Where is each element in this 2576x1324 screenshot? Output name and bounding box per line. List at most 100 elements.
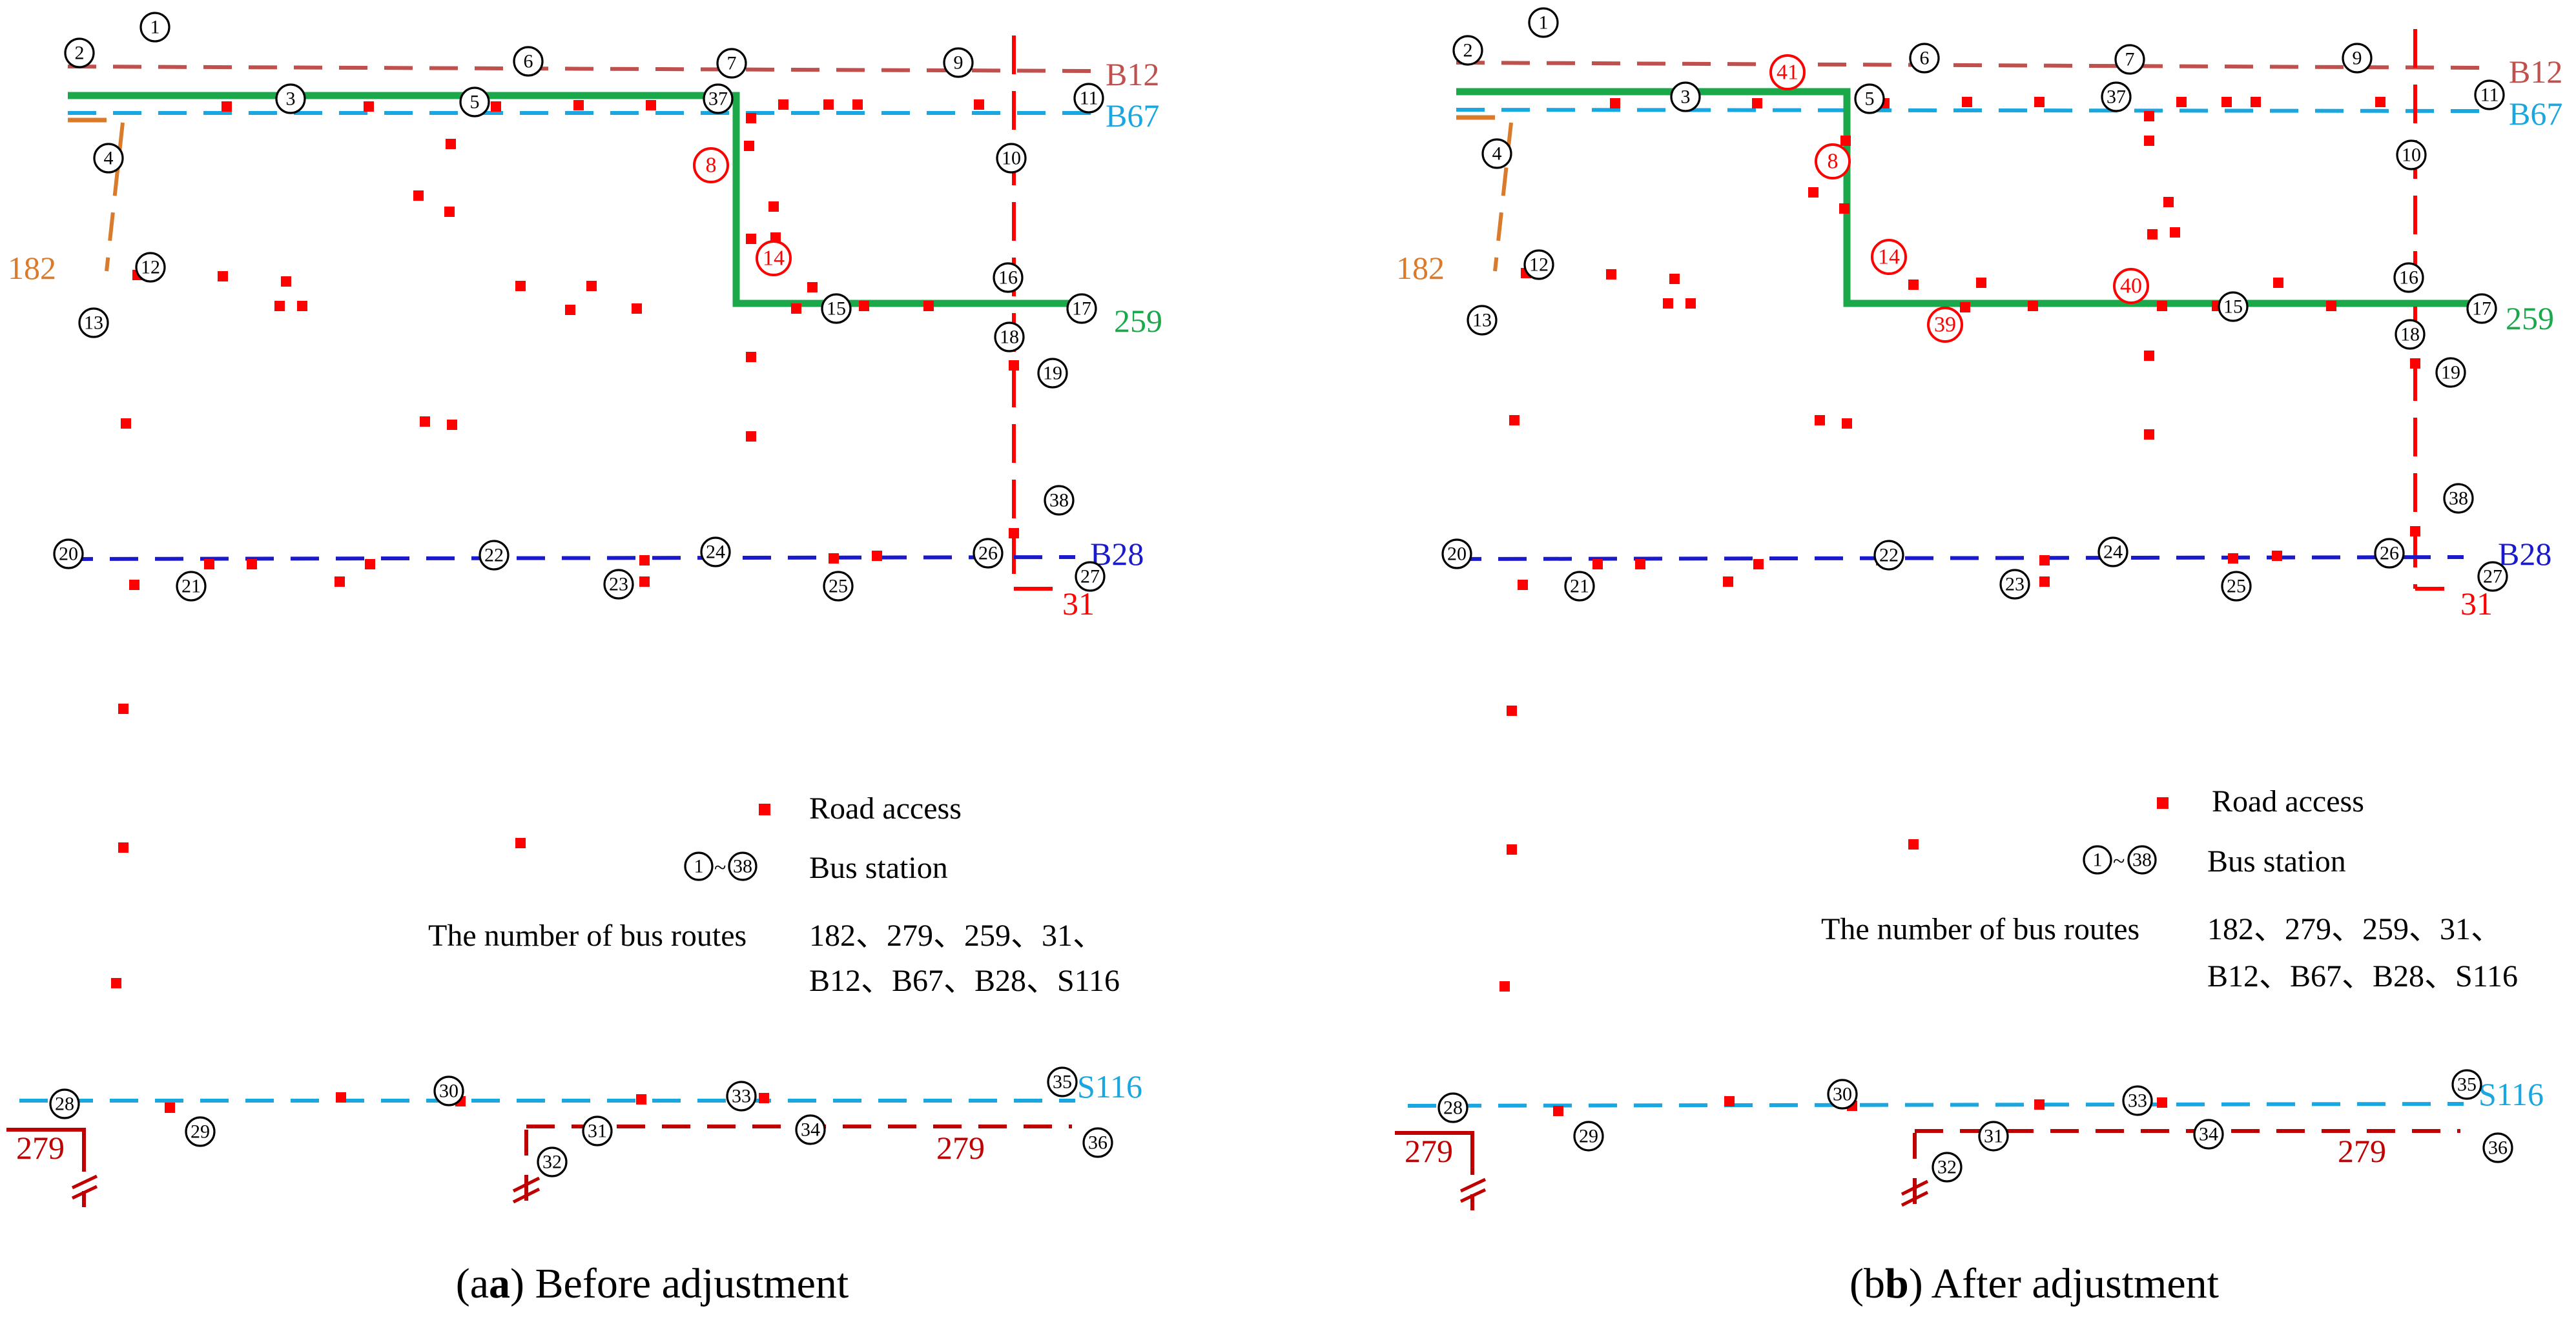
svg-text:17: 17 — [1072, 298, 1091, 320]
road-access-point — [2251, 97, 2261, 107]
bus-station: 26 — [973, 538, 1004, 569]
road-access-point — [852, 99, 863, 110]
svg-text:40: 40 — [2120, 274, 2142, 298]
route-b12-line — [1456, 61, 2480, 70]
svg-text:20: 20 — [1447, 544, 1467, 565]
bus-station: 2 — [1452, 35, 1483, 66]
bus-stations-b: 1 2 3 4 5 6 7 9 10 11 12 13 15 16 17 18 … — [1437, 7, 2513, 1183]
road-access-point — [746, 431, 756, 442]
caption-a: (aa) Before adjustment — [456, 1260, 849, 1307]
legend-station-range-separator: ~ — [2113, 850, 2125, 873]
svg-text:35: 35 — [1053, 1072, 1072, 1093]
legend-station-start: 1 — [684, 851, 714, 881]
svg-text:2: 2 — [75, 43, 85, 64]
road-access-point — [573, 100, 584, 110]
road-access-point — [2144, 111, 2154, 121]
road-access-point — [222, 101, 232, 112]
road-access-point — [121, 418, 131, 429]
panel-after-adjustment: B12 B67 182 259 B28 31 S116 279 279 — [1395, 7, 2562, 1307]
svg-text:29: 29 — [1579, 1126, 1598, 1147]
svg-text:39: 39 — [1934, 313, 1956, 337]
bus-station: 1 — [1528, 7, 1559, 38]
road-access-point — [515, 838, 526, 848]
bus-station: 30 — [1827, 1079, 1858, 1110]
road-access-point — [1669, 274, 1680, 284]
svg-text:17: 17 — [2472, 298, 2491, 320]
bus-station: 35 — [1047, 1066, 1078, 1097]
legend-road-access-swatch — [2157, 797, 2169, 809]
legend-routes-line-1: 182、279、259、31、 — [2207, 912, 2502, 946]
route-279-break-right — [1901, 1179, 1929, 1196]
road-access-point — [118, 704, 129, 714]
svg-text:27: 27 — [1080, 566, 1100, 587]
road-access-point — [2034, 97, 2045, 107]
road-access-point — [1685, 298, 1696, 309]
road-access-point — [1908, 280, 1919, 290]
road-access-point — [2144, 429, 2154, 440]
road-access-point — [744, 141, 754, 151]
road-access-point — [565, 305, 575, 315]
bus-station: 25 — [823, 571, 854, 602]
route-label-259: 259 — [2506, 300, 2554, 336]
route-label-182: 182 — [1396, 250, 1445, 286]
svg-text:20: 20 — [59, 544, 78, 565]
bus-station: 2 — [64, 37, 95, 68]
route-279-line-left — [6, 1128, 86, 1146]
bus-station: 27 — [1075, 561, 1106, 592]
svg-text:19: 19 — [1043, 363, 1062, 384]
bus-station: 7 — [2114, 44, 2145, 75]
road-access-point — [364, 101, 374, 112]
bus-station: 24 — [2097, 536, 2128, 567]
bus-station: 20 — [1441, 538, 1472, 569]
legend-routes-line-1: 182、279、259、31、 — [809, 919, 1104, 953]
bus-station: 34 — [795, 1114, 826, 1145]
bus-station: 22 — [1873, 540, 1904, 571]
route-b28-line — [64, 555, 1076, 561]
bus-station: 3 — [1670, 81, 1701, 112]
road-access-point — [1815, 415, 1825, 425]
svg-text:16: 16 — [2399, 267, 2418, 289]
svg-text:18: 18 — [1000, 327, 1019, 348]
svg-text:34: 34 — [801, 1119, 820, 1141]
route-279-break-left-2 — [1459, 1188, 1487, 1203]
bus-station-highlighted: 14 — [756, 240, 792, 276]
road-access-point — [872, 551, 882, 561]
route-label-259: 259 — [1114, 303, 1162, 339]
svg-text:33: 33 — [2128, 1090, 2147, 1112]
route-b28-line — [1452, 555, 2464, 561]
road-access-point — [2144, 351, 2154, 361]
svg-text:5: 5 — [1865, 88, 1875, 110]
road-access-point — [1842, 418, 1852, 429]
svg-text:33: 33 — [732, 1086, 751, 1107]
road-access-point — [2144, 136, 2154, 146]
road-access-point — [2028, 301, 2038, 311]
road-access-point — [1635, 559, 1645, 569]
bus-station: 21 — [176, 571, 207, 602]
bus-station: 16 — [2393, 262, 2424, 293]
bus-station: 15 — [2218, 291, 2249, 322]
route-279-break-left-2 — [71, 1185, 98, 1200]
svg-text:9: 9 — [954, 52, 963, 74]
svg-text:1: 1 — [694, 856, 704, 877]
route-b12-line — [67, 65, 1092, 73]
road-access-point — [1663, 298, 1673, 309]
road-access-point — [365, 559, 375, 569]
bus-station-highlighted: 39 — [1927, 307, 1963, 343]
svg-text:24: 24 — [2103, 542, 2123, 563]
caption-a-letter: a — [489, 1260, 510, 1307]
bus-station: 31 — [1978, 1121, 2009, 1152]
route-label-b28: B28 — [2498, 536, 2551, 572]
road-access-point — [923, 301, 934, 311]
bus-station: 38 — [2443, 483, 2474, 514]
road-access-point — [444, 207, 455, 217]
road-access-point — [1518, 580, 1528, 590]
road-access-point — [297, 301, 307, 311]
svg-text:23: 23 — [609, 574, 628, 595]
svg-text:29: 29 — [191, 1121, 210, 1143]
svg-text:10: 10 — [2402, 145, 2421, 166]
bus-station: 33 — [726, 1081, 757, 1112]
bus-station: 29 — [1573, 1121, 1604, 1152]
bus-station-highlighted: 41 — [1769, 54, 1806, 90]
svg-text:34: 34 — [2199, 1124, 2218, 1145]
road-access-point — [646, 100, 656, 110]
